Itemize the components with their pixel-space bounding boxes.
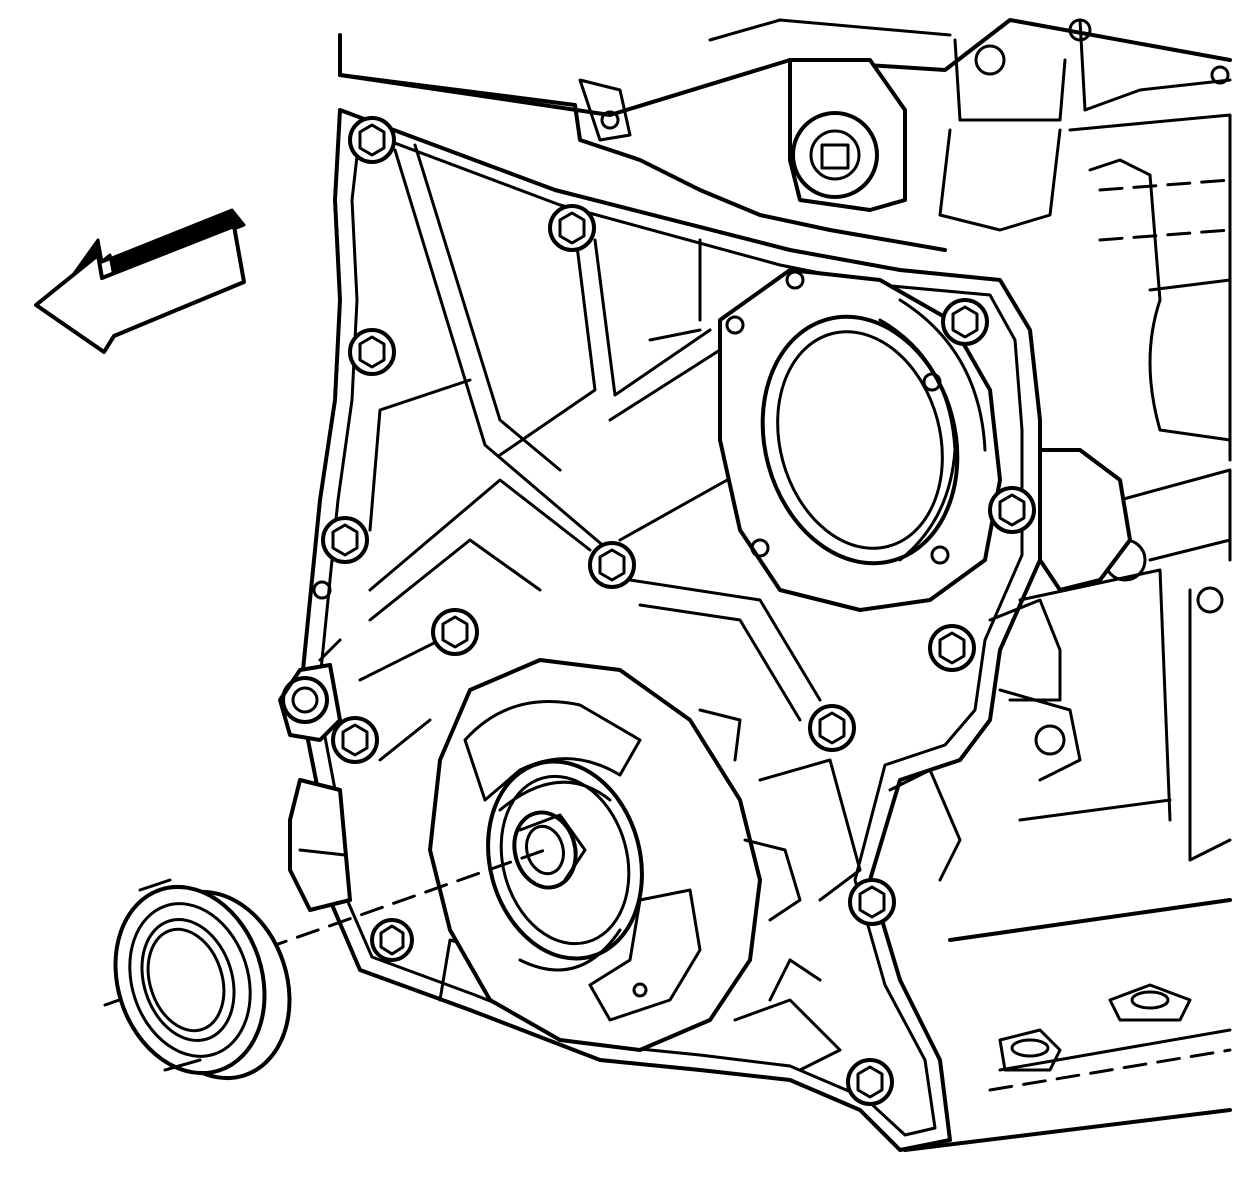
cover-bolt [348, 116, 396, 164]
oil-pump-housing [718, 268, 1002, 612]
direction-arrow [34, 208, 246, 354]
upper-boss [578, 58, 907, 212]
right-pulley-boss [988, 448, 1132, 782]
engine-block [338, 18, 1232, 1152]
cover-bolts [321, 116, 1036, 1106]
cover-bolt [321, 516, 369, 564]
cover-bolt [331, 716, 379, 764]
cover-bolt [848, 878, 896, 926]
cover-bolt [431, 608, 479, 656]
crankshaft-front-oil-seal [113, 878, 292, 1081]
cover-bolt [808, 704, 856, 752]
cover-bolt [370, 918, 414, 962]
cover-bolt [928, 624, 976, 672]
cover-bolt [988, 486, 1036, 534]
cover-bolt [941, 298, 989, 346]
side-ports [278, 663, 352, 912]
cover-bolt [348, 328, 396, 376]
cover-bolt [846, 1058, 894, 1106]
seal-bore-boss [428, 658, 802, 1052]
cover-bolt [548, 204, 596, 252]
cover-bolt [588, 541, 636, 589]
engine-front-cover [298, 108, 1042, 1152]
